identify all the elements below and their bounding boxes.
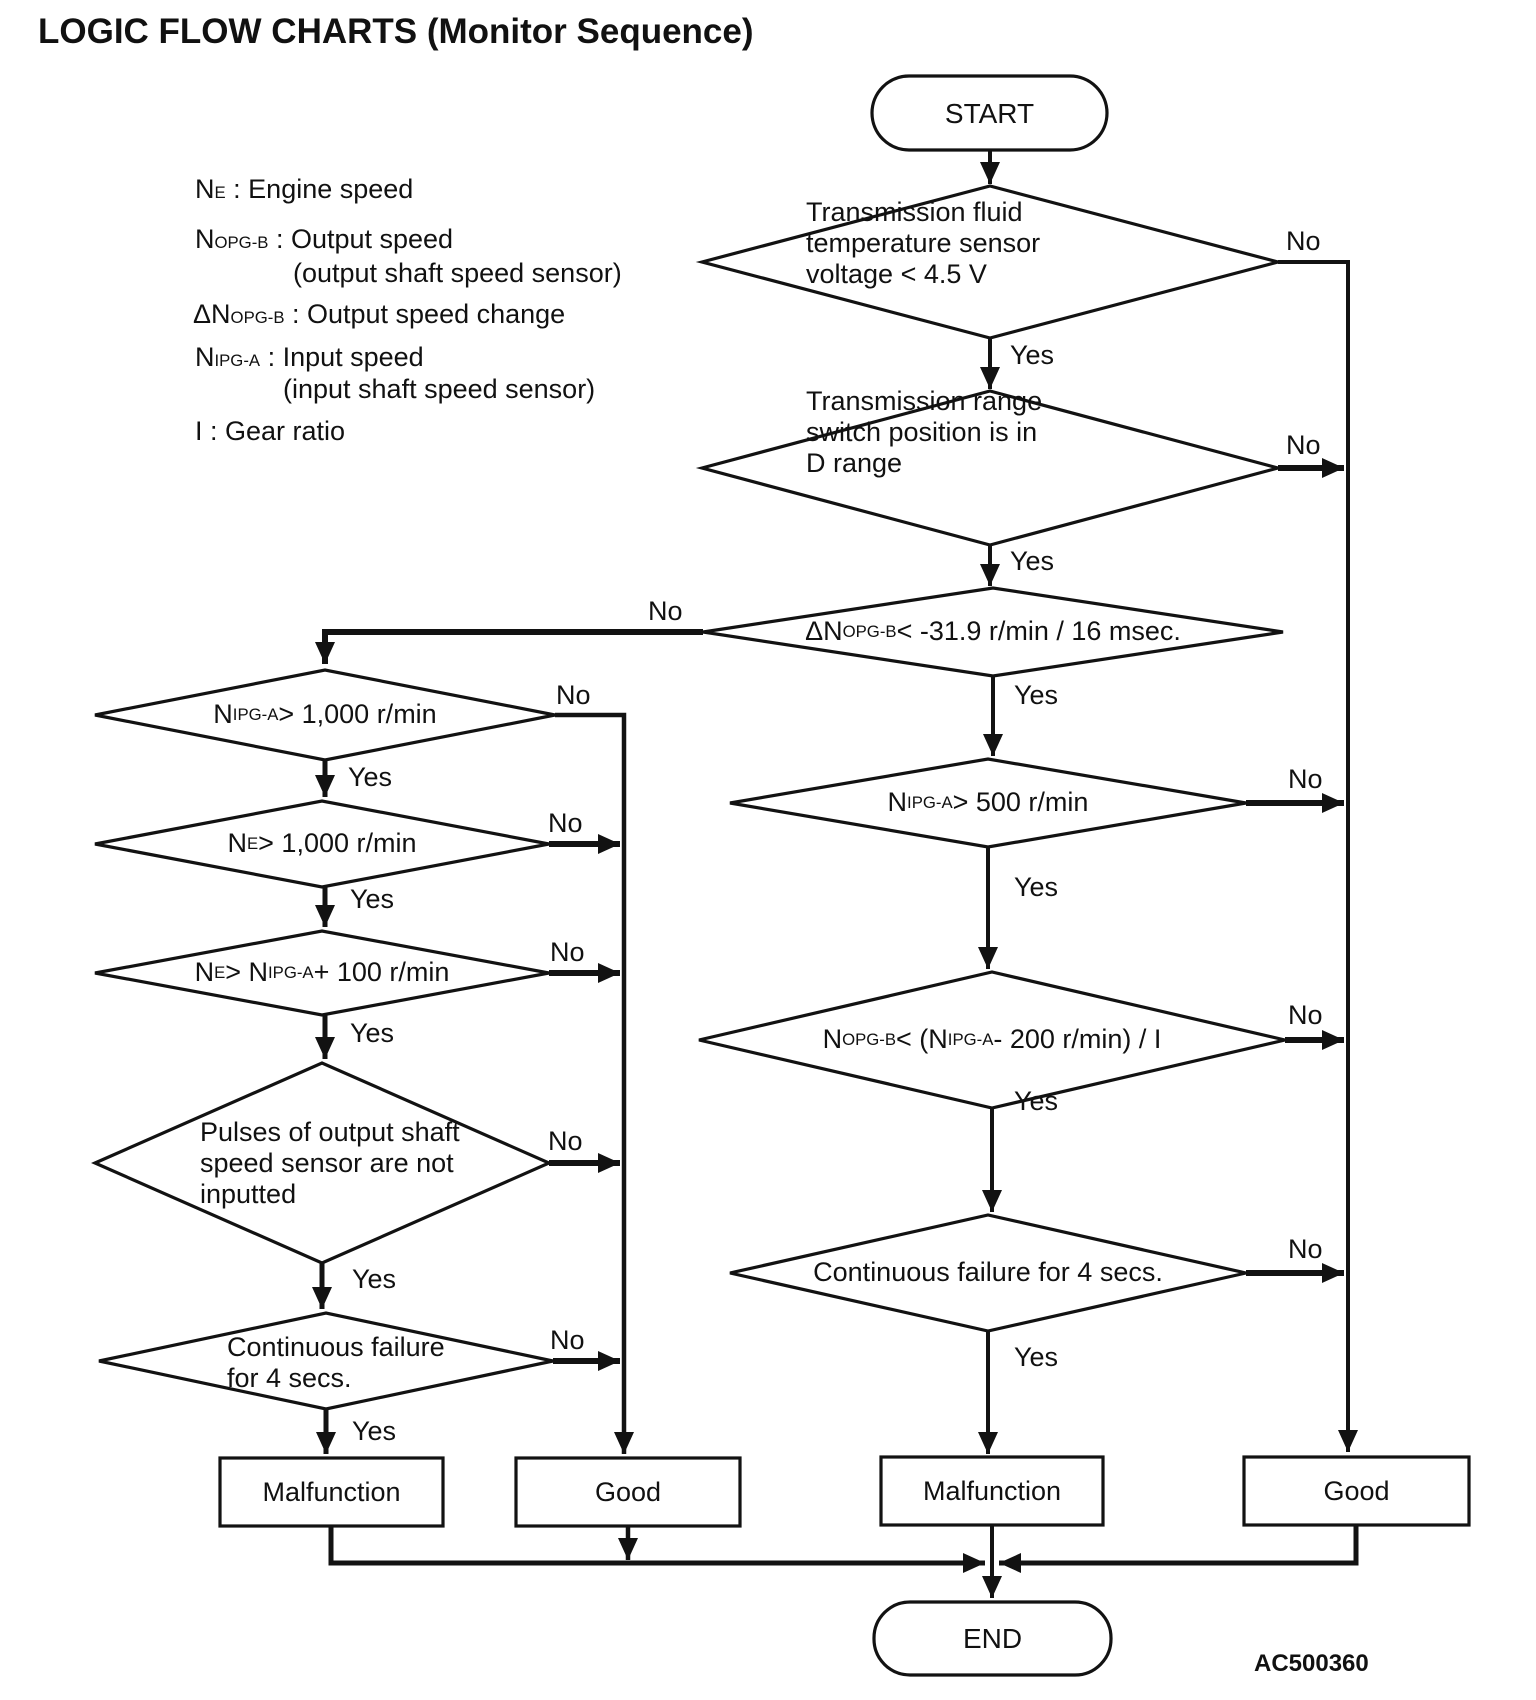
edge-label-no-input-speed-1000: No [556,680,591,710]
process-good-right-label: Good [1323,1475,1390,1506]
decision-input-speed-1000-shape [94,668,556,762]
process-malfunction-right-label: Malfunction [922,1475,1062,1506]
legend-line-engine-speed: NE : Engine speed [195,174,414,204]
decision-fluid-temp-shape [695,184,1285,340]
edge-output-speed-change-no [315,629,703,664]
decision-continuous-failure-left-shape [98,1311,554,1411]
edge-label-no-engine-vs-input: No [550,937,585,967]
edge-good-right-to-end [999,1525,1359,1573]
edge-label-yes-engine-speed-1000: Yes [350,884,395,914]
process-good-right-shape [1242,1455,1471,1527]
edge-label-no-fluid-temp: No [1286,226,1321,256]
edge-label-yes-output-vs-input: Yes [1014,1086,1059,1116]
decision-continuous-failure-right-label: Continuous failure for 4 secs. [813,1257,1163,1287]
process-malfunction-left-label: Malfunction [262,1476,401,1507]
decision-engine-vs-input-shape [94,929,550,1017]
legend-line-output-speed-change: ΔNOPG-B : Output speed change [193,299,566,329]
process-good-left-shape [514,1456,742,1528]
process-malfunction-left-shape [218,1456,445,1528]
decision-pulses-shape [91,1061,553,1265]
edge-label-yes-continuous-failure-right: Yes [1014,1342,1059,1372]
edge-label-no-input-speed-500: No [1288,764,1323,794]
terminal-end-shape [872,1600,1113,1677]
decision-output-speed-change-shape [702,586,1284,678]
page-title: LOGIC FLOW CHARTS (Monitor Sequence) [38,12,754,51]
edge-label-yes-fluid-temp: Yes [1010,340,1055,370]
edge-label-yes-output-speed-change: Yes [1014,680,1059,710]
edge-label-no-continuous-failure-right: No [1288,1234,1323,1264]
process-good-left-label: Good [594,1476,662,1507]
terminal-start-shape [870,74,1109,152]
decision-output-vs-input-shape [698,970,1286,1110]
decision-range-switch-shape [695,389,1285,547]
edge-label-no-range-switch: No [1286,430,1321,460]
figure-code: AC500360 [1254,1650,1369,1677]
legend-line-output-sensor: (output shaft speed sensor) [293,258,622,288]
edge-label-yes-input-speed-1000: Yes [348,762,393,792]
legend-line-gear-ratio: I : Gear ratio [195,416,346,446]
edge-input-speed-1000-no [555,712,634,1454]
edge-label-yes-range-switch: Yes [1010,546,1055,576]
edge-label-no-engine-speed-1000: No [548,808,583,838]
edge-label-no-continuous-failure-left: No [550,1325,585,1355]
decision-continuous-failure-right-shape [729,1213,1247,1333]
edge-malfunction-left-to-end [328,1526,985,1573]
edge-fluid-temp-no [1278,260,1358,1452]
decision-engine-speed-1000-shape [94,799,550,889]
legend-line-input-sensor: (input shaft speed sensor) [283,374,596,404]
edge-label-no-output-vs-input: No [1288,1000,1323,1030]
legend-line-input-speed: NIPG-A : Input speed [195,342,424,372]
terminal-end-label: END [962,1623,1023,1654]
terminal-start-label: START [944,97,1035,129]
decision-input-speed-500-shape [729,757,1247,849]
edge-label-yes-pulses: Yes [352,1264,397,1294]
legend-line-output-speed: NOPG-B : Output speed [195,224,454,254]
edge-label-yes-input-speed-500: Yes [1014,872,1059,902]
edge-label-no-output-speed-change: No [648,596,683,626]
edge-label-yes-engine-vs-input: Yes [350,1018,395,1048]
edge-label-no-pulses: No [548,1126,583,1156]
edge-label-yes-continuous-failure-left: Yes [352,1416,397,1446]
process-malfunction-right-shape [879,1455,1105,1527]
